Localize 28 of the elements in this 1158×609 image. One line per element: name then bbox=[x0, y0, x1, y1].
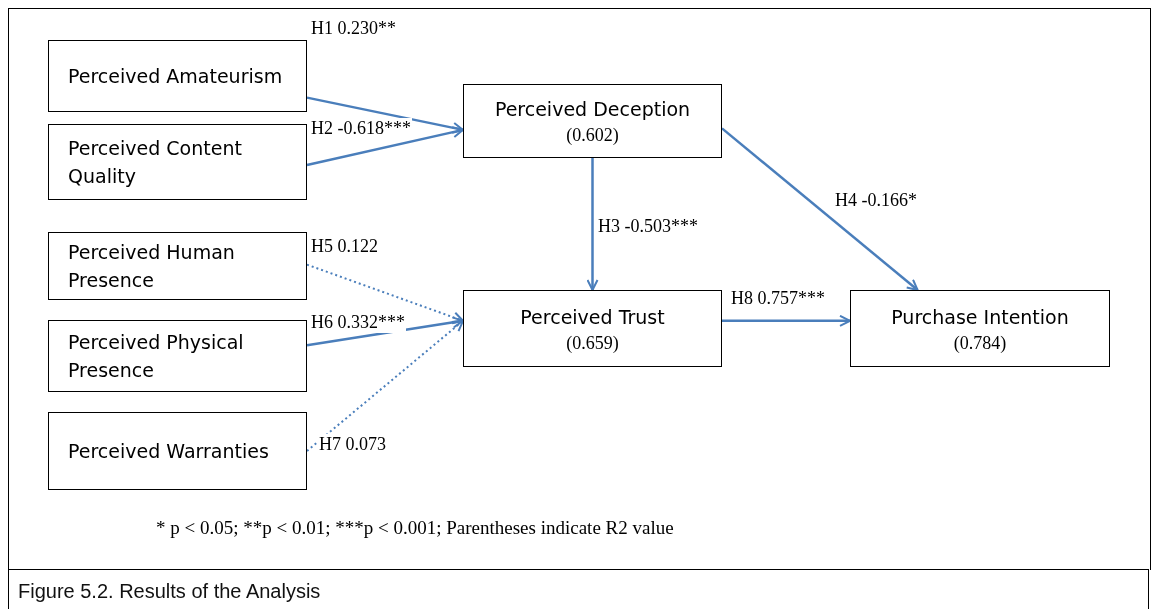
r-squared-value: (0.784) bbox=[953, 331, 1007, 355]
arrow bbox=[586, 158, 599, 291]
construct-name: Perceived Deception bbox=[494, 97, 691, 122]
r-squared-value: (0.659) bbox=[566, 331, 619, 355]
construct-box bbox=[48, 232, 307, 300]
construct-name: Perceived Human Presence bbox=[68, 240, 236, 293]
outcome-box bbox=[463, 84, 722, 158]
construct-name: Purchase Intention bbox=[891, 304, 1069, 330]
construct-box bbox=[48, 412, 307, 490]
footnote: * p < 0.05; **p < 0.01; ***p < 0.001; Parentheses indicate R2 value bbox=[156, 517, 674, 539]
construct-box bbox=[48, 40, 307, 112]
edge-label: H6 0.332*** bbox=[310, 312, 406, 333]
construct-name: Perceived Warranties bbox=[68, 439, 270, 464]
construct-box bbox=[48, 320, 307, 392]
arrow bbox=[721, 127, 919, 291]
arrow bbox=[306, 316, 464, 347]
construct-name: Perceived Trust bbox=[520, 304, 665, 330]
construct-name: Perceived Content Quality bbox=[68, 136, 243, 189]
construct-box bbox=[48, 124, 307, 200]
outcome-box bbox=[850, 290, 1110, 367]
outcome-box bbox=[463, 290, 722, 367]
arrow bbox=[306, 126, 464, 167]
dotted-arrow bbox=[306, 319, 464, 452]
construct-name: Perceived Amateurism bbox=[68, 64, 284, 89]
r-squared-value: (0.602) bbox=[566, 124, 619, 147]
arrow bbox=[722, 314, 851, 327]
construct-name: Perceived Physical Presence bbox=[68, 330, 245, 383]
figure-caption: Figure 5.2. Results of the Analysis bbox=[18, 580, 321, 603]
